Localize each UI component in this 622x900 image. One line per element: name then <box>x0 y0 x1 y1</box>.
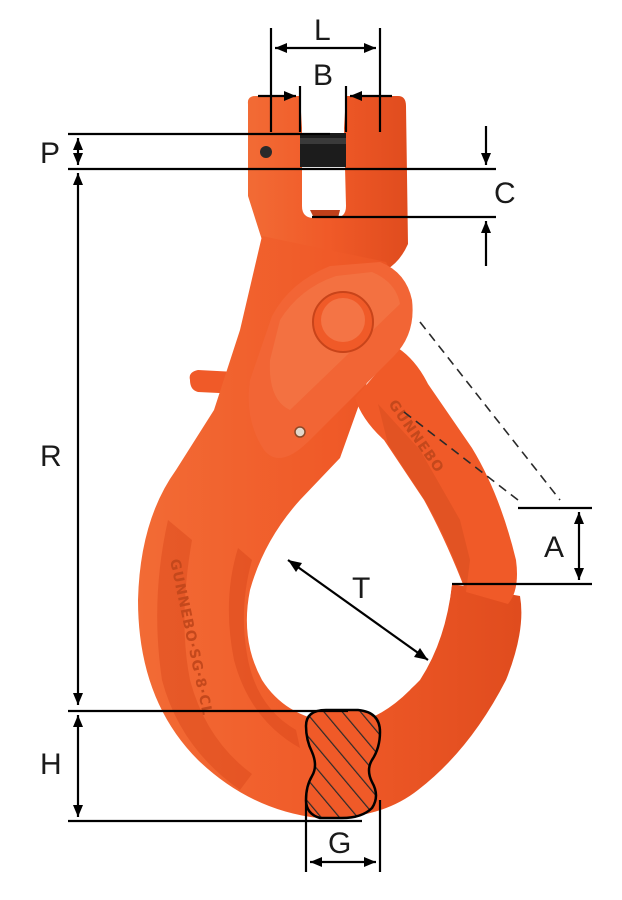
label-P: P <box>40 137 60 170</box>
label-G: G <box>328 827 351 860</box>
label-L: L <box>314 14 331 47</box>
label-B: B <box>313 59 333 92</box>
hook-throat <box>253 470 452 721</box>
label-C: C <box>494 177 516 210</box>
hook-body: GUNNEBO·SG·8·CL GUNNEBO <box>138 96 522 820</box>
latch <box>355 348 517 604</box>
hook-shank-bowl <box>138 236 522 819</box>
label-T: T <box>352 572 370 605</box>
label-A: A <box>544 531 564 564</box>
rivet <box>294 426 306 438</box>
latch-travel-lines <box>403 321 561 501</box>
label-R: R <box>40 440 62 473</box>
arrowheads <box>73 43 584 867</box>
cross-section <box>304 708 382 820</box>
clevis-hole <box>260 146 272 158</box>
label-H: H <box>40 748 62 781</box>
